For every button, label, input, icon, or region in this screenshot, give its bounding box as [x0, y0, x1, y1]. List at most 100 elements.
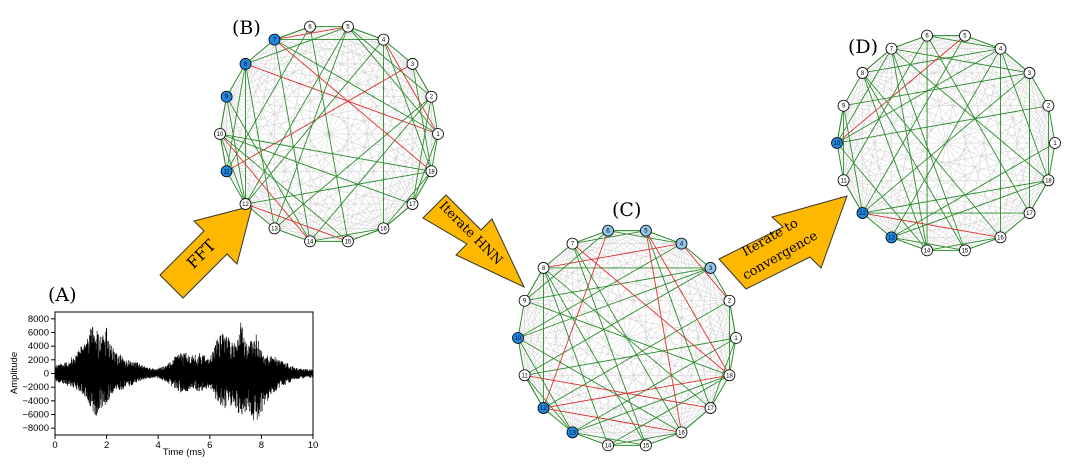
background-edge — [226, 171, 384, 229]
positive-edge — [572, 230, 647, 245]
node-label: 2 — [1047, 104, 1051, 110]
y-tick-label: 2000 — [28, 355, 49, 366]
background-edge — [517, 337, 647, 446]
node-5: 5 — [959, 29, 971, 42]
ring-edge — [843, 72, 863, 106]
ring-edge — [710, 375, 730, 409]
node-2: 2 — [425, 90, 438, 103]
ring-edge — [862, 212, 892, 238]
node-circle — [304, 20, 316, 33]
ring-edge — [517, 300, 526, 339]
background-edge — [245, 63, 349, 242]
background-edge — [347, 26, 413, 205]
positive-edge — [843, 72, 1030, 107]
positive-edge — [347, 26, 432, 98]
node-label: 4 — [382, 38, 386, 44]
node-label: 17 — [409, 202, 416, 208]
arrow-iterate-hnn: Iterate HNN — [422, 194, 526, 289]
background-edge — [843, 180, 1030, 214]
positive-edge — [219, 133, 246, 205]
node-circle — [921, 244, 933, 257]
node-circle — [994, 231, 1007, 244]
ring-edge — [430, 96, 439, 135]
background-edge — [524, 300, 711, 409]
node-circle — [406, 198, 419, 210]
positive-edge — [891, 142, 1056, 238]
background-edge — [543, 230, 647, 269]
node-circle — [730, 332, 742, 344]
positive-edge — [245, 39, 384, 205]
background-edge — [309, 133, 439, 242]
node-1: 1 — [1049, 137, 1061, 149]
node-circle — [425, 165, 438, 178]
node-label: 8 — [542, 266, 546, 272]
background-edge — [226, 96, 349, 242]
node-label: 14 — [924, 248, 931, 254]
background-edge — [926, 72, 1030, 251]
background-edge — [926, 35, 1030, 74]
node-11: 11 — [518, 369, 531, 382]
background-edge — [383, 39, 413, 205]
positive-edge — [607, 374, 730, 446]
ring-edge — [245, 203, 275, 229]
negative-edge — [245, 203, 349, 242]
negative-edge — [572, 243, 730, 376]
node-8: 8 — [239, 58, 252, 70]
node-circle — [602, 439, 614, 452]
node-label: 5 — [346, 25, 350, 31]
node-circle — [856, 67, 869, 79]
background-edge — [926, 35, 1001, 238]
node-15: 15 — [959, 244, 971, 257]
background-edge — [710, 267, 730, 376]
y-tick-label: −8000 — [22, 423, 49, 434]
background-edge — [862, 35, 966, 74]
node-label: 6 — [606, 229, 610, 235]
arrow-iterate-convergence-shape — [718, 195, 848, 290]
background-edge — [543, 267, 682, 433]
ring-edge — [517, 337, 526, 376]
background-edge — [543, 337, 737, 409]
node-label: 7 — [571, 242, 575, 248]
node-4: 4 — [377, 33, 390, 46]
ring-edge — [347, 26, 384, 41]
positive-edge — [572, 374, 730, 433]
background-edge — [274, 39, 349, 242]
node-label: 13 — [888, 235, 895, 241]
positive-edge — [517, 337, 682, 433]
background-edge — [964, 212, 1030, 251]
positive-edge — [274, 39, 439, 135]
node-label: 12 — [859, 211, 866, 217]
background-edge — [836, 142, 892, 238]
node-circle — [537, 262, 550, 274]
node-7: 7 — [566, 237, 579, 250]
background-edge — [219, 39, 275, 135]
positive-edge — [607, 431, 682, 446]
background-edge — [607, 230, 737, 339]
node-1: 1 — [730, 332, 742, 344]
background-edge — [517, 243, 573, 339]
background-edge — [524, 375, 609, 446]
background-edge — [309, 26, 384, 229]
y-tick-label: −4000 — [22, 396, 49, 407]
background-edge — [645, 300, 730, 446]
ring-edge — [383, 203, 413, 229]
background-edge — [1000, 48, 1056, 144]
node-label: 4 — [999, 47, 1003, 53]
background-edge — [543, 230, 647, 409]
node-circle — [885, 42, 898, 55]
background-edge — [926, 35, 1056, 144]
background-edge — [645, 375, 730, 446]
ring-edge — [524, 375, 544, 409]
positive-edge — [274, 39, 311, 242]
positive-edge — [274, 96, 432, 229]
background-edge — [572, 243, 711, 409]
node-circle — [1023, 207, 1036, 219]
positive-edge — [412, 63, 432, 172]
node-2: 2 — [723, 294, 736, 307]
background-edge — [226, 39, 384, 172]
x-tick-label: 6 — [207, 440, 212, 451]
ring-edge — [836, 142, 845, 181]
node-label: 8 — [244, 62, 248, 68]
node-label: 6 — [308, 25, 312, 31]
node-circle — [1042, 99, 1055, 112]
